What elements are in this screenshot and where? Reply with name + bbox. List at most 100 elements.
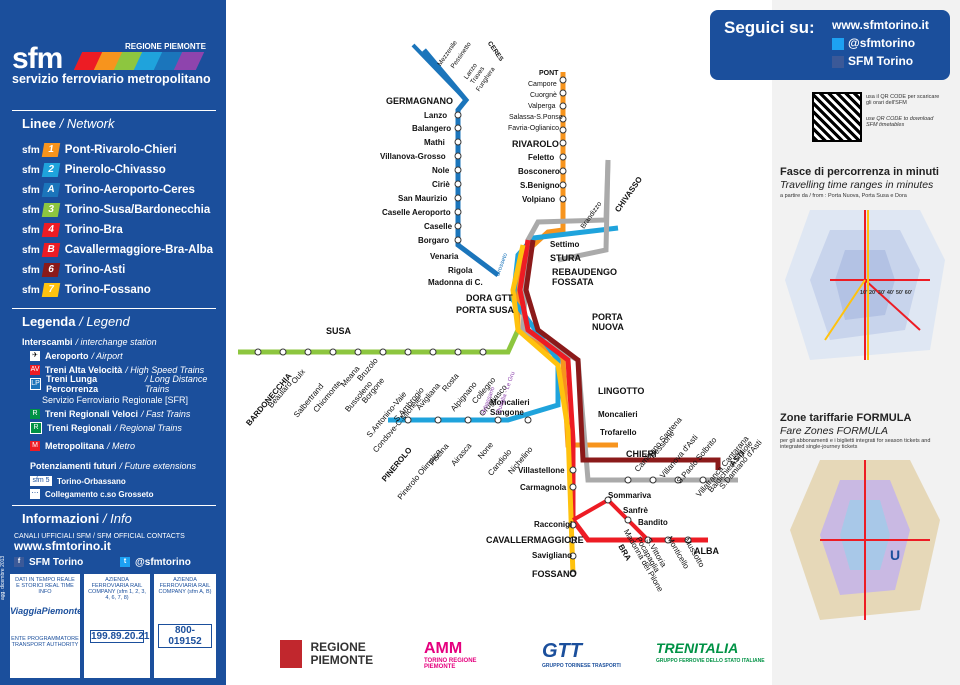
station-mathi[interactable]: Mathi <box>424 138 445 147</box>
station-caselle[interactable]: Caselle <box>424 222 453 231</box>
line-prefix: sfm <box>22 224 40 236</box>
station-dora-gtt[interactable]: DORA GTT <box>466 293 513 303</box>
qr-text-it: usa il QR CODE per scaricare gli orari d… <box>866 94 940 106</box>
station-campore[interactable]: Campore <box>528 81 557 88</box>
station-lanzo[interactable]: Lanzo <box>424 111 448 120</box>
station-cuorgne[interactable]: Cuorgnè <box>530 92 557 99</box>
station-borgaro[interactable]: Borgaro <box>418 236 450 245</box>
line-name: Torino-Asti <box>64 264 126 276</box>
station-porta-nuova[interactable]: PORTA NUOVA <box>592 312 624 332</box>
station-rebaudengo[interactable]: REBAUDENGO FOSSATA <box>552 267 618 287</box>
station-villanova[interactable]: Villanova-Grosso <box>380 152 446 161</box>
zones-subtitle: Fare Zones FORMULA <box>780 425 888 437</box>
svg-text:U: U <box>890 547 900 563</box>
brand-stripes <box>73 52 216 70</box>
station-caselle-aeroporto[interactable]: Caselle Aeroporto <box>382 208 451 217</box>
follow-web-link[interactable]: www.sfmtorino.it <box>832 18 929 32</box>
station-trofarello[interactable]: Trofarello <box>600 428 637 437</box>
station-madonna[interactable]: Madonna di C. <box>428 278 483 287</box>
station-savigliano[interactable]: Savigliano <box>532 551 573 560</box>
info-twitter[interactable]: t@sfmtorino <box>120 556 191 568</box>
line-badge: 4 <box>41 223 61 237</box>
legend-future: Potenziamenti futuri/ Future extensions <box>30 461 197 471</box>
twitter-icon: t <box>120 557 130 567</box>
info-title: Informazioni / Info <box>22 511 132 526</box>
station-nole[interactable]: Nole <box>432 166 450 175</box>
qr-text-en: use QR CODE to download SFM timetables <box>866 116 934 128</box>
network-map: GERMAGNANO Lanzo Balangero Mathi Villano… <box>228 0 772 630</box>
station-racconigi[interactable]: Racconigi <box>534 520 573 529</box>
line-prefix: sfm <box>22 164 40 176</box>
station-villastellone[interactable]: Villastellone <box>518 466 565 475</box>
follow-twitter-link[interactable]: @sfmtorino <box>832 36 915 50</box>
station-chieri[interactable]: CHIERI <box>626 449 657 459</box>
station-rigola[interactable]: Rigola <box>448 266 473 275</box>
station-alba[interactable]: ALBA <box>694 546 719 556</box>
station-porta-susa[interactable]: PORTA SUSA <box>456 305 515 315</box>
station-moncalieri-sangone[interactable]: Moncalieri Sangone <box>490 398 530 417</box>
line-badge: B <box>41 243 61 257</box>
future-link-icon: ⋯ <box>30 489 40 499</box>
station-stura[interactable]: STURA <box>550 253 581 263</box>
station-balangero[interactable]: Balangero <box>412 124 452 133</box>
station-moncalieri[interactable]: Moncalieri <box>598 410 638 419</box>
station-lingotto[interactable]: LINGOTTO <box>598 386 645 396</box>
follow-us-box: Seguici su: www.sfmtorino.it @sfmtorino … <box>710 10 950 80</box>
line-name: Torino-Bra <box>64 224 123 236</box>
station-pont[interactable]: PONT <box>539 70 559 77</box>
times-ranges: 10' 20' 30' 40' 50' 60' <box>860 290 913 296</box>
info-box-trenitalia: AZIENDA FERROVIARIA RAIL COMPANY (sfm 1,… <box>84 574 150 678</box>
airplane-icon: ✈ <box>30 351 40 361</box>
station-rivarolo[interactable]: RIVAROLO <box>512 139 559 149</box>
station-sommariva[interactable]: Sommariva <box>608 491 652 500</box>
legend-future-2: ⋯Collegamento c.so Grosseto <box>30 489 154 499</box>
station-cirie[interactable]: Ciriè <box>432 180 450 189</box>
facebook-icon <box>832 55 844 68</box>
station-germagnano[interactable]: GERMAGNANO <box>386 96 453 106</box>
line-badge: 6 <box>41 263 61 277</box>
station-sanfre[interactable]: Sanfrè <box>623 506 648 515</box>
station-salassa[interactable]: Salassa-S.Ponso <box>509 114 563 121</box>
station-carmagnola[interactable]: Carmagnola <box>520 483 567 492</box>
line-name: Torino-Fossano <box>64 284 151 296</box>
regione-crest-icon <box>280 640 302 668</box>
times-diagram <box>780 180 950 380</box>
line-prefix: sfm <box>22 204 40 216</box>
tagline: servizio ferroviario metropolitano <box>12 72 211 86</box>
station-settimo[interactable]: Settimo <box>550 240 580 249</box>
metro-icon: M <box>30 441 40 451</box>
line-badge: 1 <box>41 143 61 157</box>
station-bosconero[interactable]: Bosconero <box>518 167 560 176</box>
station-feletto[interactable]: Feletto <box>528 153 555 162</box>
line-name: Cavallermaggiore-Bra-Alba <box>64 244 214 256</box>
station-volpiano[interactable]: Volpiano <box>522 195 556 204</box>
times-note: a partire da / from : Porta Nuova, Porta… <box>780 193 907 199</box>
station-san-maurizio[interactable]: San Maurizio <box>398 194 448 203</box>
station-susa[interactable]: SUSA <box>326 326 352 336</box>
info-website[interactable]: www.sfmtorino.it <box>14 539 111 553</box>
times-subtitle: Travelling time ranges in minutes <box>780 179 934 191</box>
station-cavallermaggiore[interactable]: CAVALLERMAGGIORE <box>486 535 584 545</box>
high-speed-icon: AV <box>30 365 40 375</box>
station-bandito[interactable]: Bandito <box>638 518 668 527</box>
station-fossano[interactable]: FOSSANO <box>532 569 577 579</box>
info-box-gtt: AZIENDA FERROVIARIA RAIL COMPANY (sfm A,… <box>154 574 216 678</box>
follow-facebook-link[interactable]: SFM Torino <box>832 54 913 68</box>
station-venaria[interactable]: Venaria <box>430 252 459 261</box>
qr-code[interactable] <box>812 92 862 142</box>
station-valperga[interactable]: Valperga <box>528 103 556 110</box>
station-favria[interactable]: Favria-Oglianico <box>508 125 559 132</box>
station-s-benigno[interactable]: S.Benigno <box>520 181 560 190</box>
